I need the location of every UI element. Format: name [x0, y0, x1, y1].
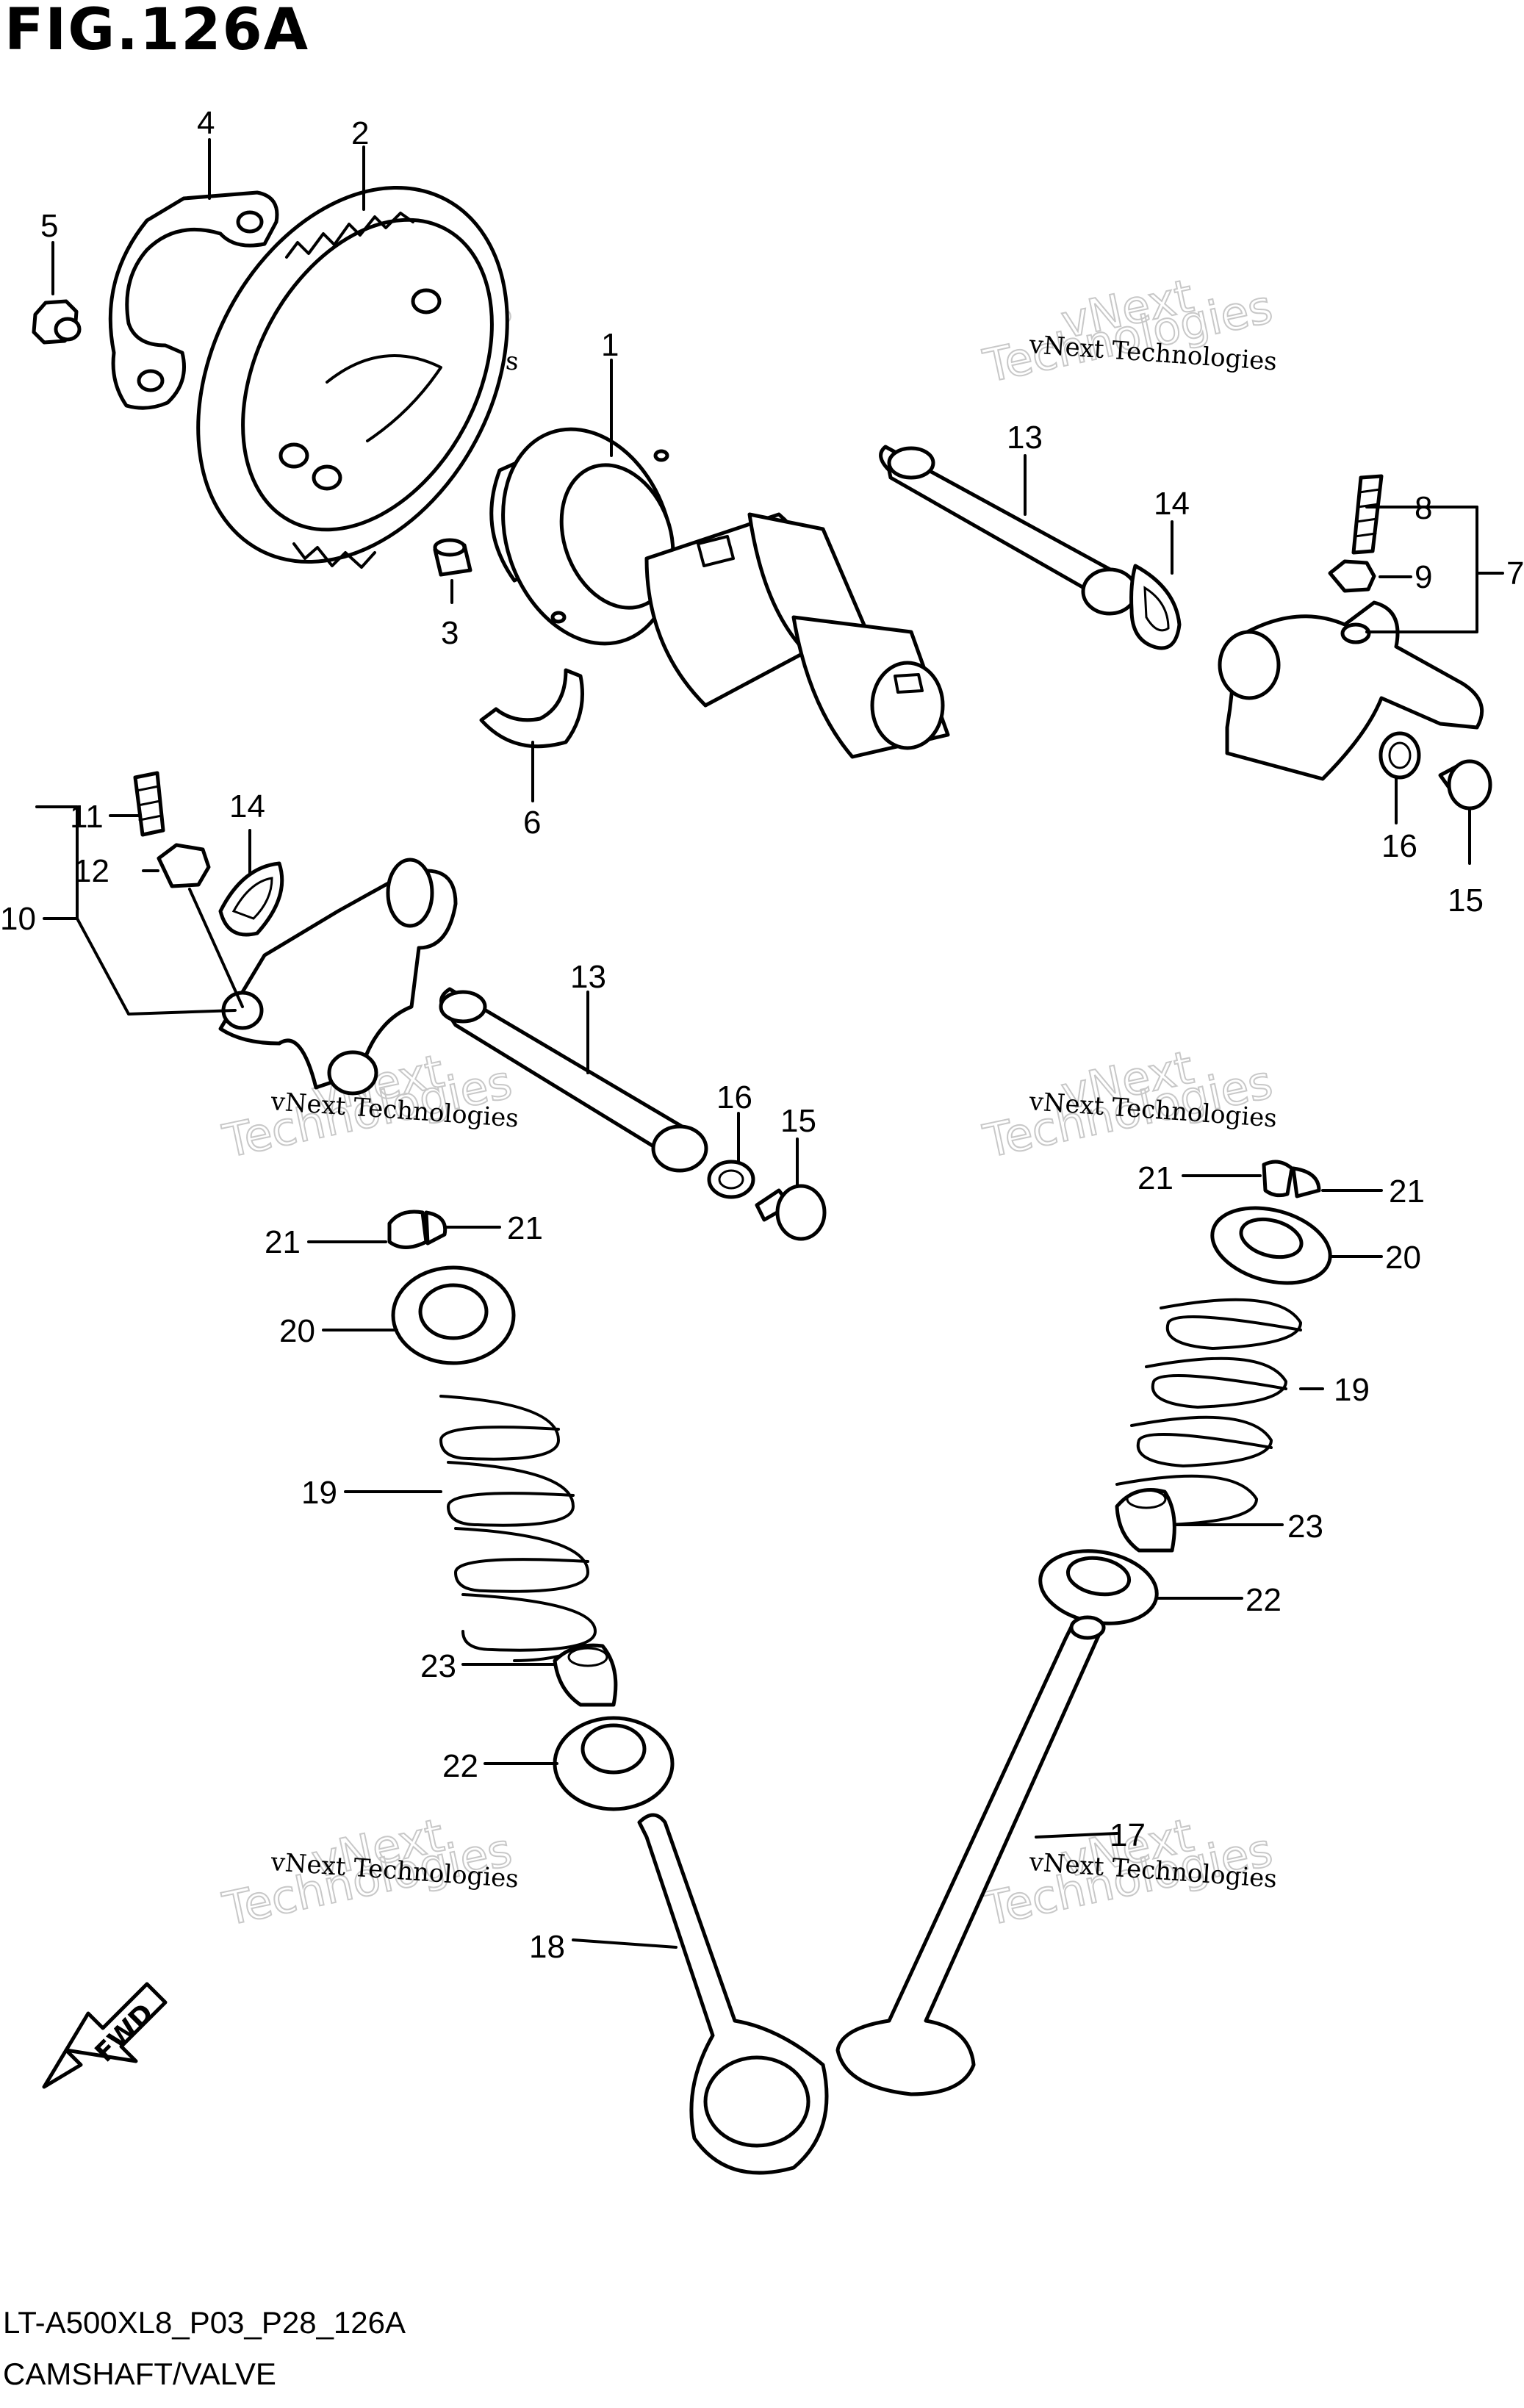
part-17-exhaust-valve: [835, 1615, 1106, 2096]
part-15-plug-bolt-right: [1438, 759, 1492, 811]
fwd-arrow-icon: FWD: [42, 1982, 168, 2089]
part-22-spring-seat-left: [553, 1716, 675, 1811]
callout-21-c: 21: [1137, 1160, 1173, 1196]
watermark-bottom-left: Technologies vNext vNext Technologies: [218, 1808, 520, 1937]
leader-lines: [35, 138, 1504, 1949]
callout-21-a: 21: [265, 1224, 301, 1260]
part-21-cotter-right: [1262, 1160, 1321, 1198]
watermark-top-right: Technologies vNext vNext Technologies: [978, 268, 1278, 394]
part-20-retainer-right: [1210, 1206, 1332, 1285]
callout-22-right: 22: [1246, 1582, 1282, 1618]
callout-6: 6: [523, 805, 541, 841]
part-3-dowel-pin: [433, 538, 472, 577]
callout-17: 17: [1110, 1817, 1146, 1853]
part-12-lock-nut: [157, 843, 211, 888]
part-2-cam-sprocket: [196, 185, 509, 569]
callout-15-left: 15: [780, 1103, 816, 1139]
part-7-rocker-arm-right: [1218, 600, 1484, 781]
part-1-camshaft: [489, 427, 950, 759]
part-16-gasket-left: [707, 1160, 755, 1199]
part-9-lock-nut: [1328, 559, 1376, 593]
part-4-stopper-plate: [108, 190, 279, 410]
callout-23-left: 23: [420, 1648, 456, 1684]
part-6-thrust-washer: [479, 668, 584, 749]
callout-19-left: 19: [301, 1475, 337, 1511]
callout-9: 9: [1415, 559, 1432, 595]
callout-4: 4: [197, 105, 215, 141]
part-23-valve-seal-left: [553, 1643, 618, 1707]
callout-13-upper: 13: [1007, 420, 1043, 456]
watermark-middle-right: Technologies vNext vNext Technologies: [978, 1040, 1278, 1169]
callout-19-right: 19: [1334, 1372, 1370, 1408]
part-19-valve-spring-left: [439, 1395, 597, 1662]
callout-7: 7: [1506, 556, 1524, 592]
callout-numbers: 4 2 5 1 3 6 13 14 8 9 7 16 15 11 12 10 1…: [0, 105, 1524, 1965]
callout-16-left: 16: [716, 1079, 752, 1115]
callout-1: 1: [601, 327, 619, 363]
part-23-valve-seal-right: [1115, 1488, 1176, 1553]
part-13-rocker-shaft-lower: [439, 987, 708, 1173]
part-15-plug-bolt-left: [755, 1184, 827, 1241]
callout-2: 2: [351, 115, 369, 151]
callout-20-left: 20: [279, 1313, 315, 1349]
callout-16-right: 16: [1381, 828, 1417, 864]
part-5-bolt: [32, 299, 82, 345]
callout-13-lower: 13: [570, 959, 606, 995]
part-11-adjuster-screw: [133, 771, 165, 837]
part-16-gasket-right: [1379, 731, 1421, 780]
callout-14-left: 14: [229, 788, 265, 824]
callout-3: 3: [441, 615, 459, 651]
callout-23-right: 23: [1287, 1509, 1323, 1545]
part-18-intake-valve: [637, 1813, 829, 2175]
callout-5: 5: [40, 208, 58, 244]
figure-title: FIG.126A: [4, 0, 310, 63]
part-14-o-ring-left: [218, 861, 284, 937]
part-14-o-ring-upper: [1129, 564, 1182, 650]
diagram-subtitle: CAMSHAFT/VALVE: [3, 2357, 276, 2391]
callout-11: 11: [70, 799, 104, 835]
callout-18: 18: [529, 1929, 565, 1965]
diagram-code: LT-A500XL8_P03_P28_126A: [3, 2305, 406, 2340]
callout-21-b: 21: [507, 1210, 543, 1246]
callout-21-d: 21: [1389, 1174, 1425, 1210]
part-21-cotter-left: [387, 1210, 448, 1249]
part-8-adjuster-screw: [1351, 474, 1384, 555]
callout-20-right: 20: [1385, 1240, 1421, 1276]
callout-22-left: 22: [442, 1748, 478, 1784]
callout-10: 10: [0, 901, 36, 937]
callout-14-upper: 14: [1154, 486, 1190, 522]
part-10-rocker-arm-left: [218, 858, 458, 1096]
part-19-valve-spring-right: [1115, 1298, 1302, 1526]
part-13-rocker-shaft-upper: [879, 445, 1138, 616]
callout-12: 12: [73, 853, 109, 889]
callout-15-right: 15: [1448, 883, 1484, 919]
callout-8: 8: [1415, 490, 1432, 526]
part-20-retainer-left: [391, 1265, 516, 1365]
